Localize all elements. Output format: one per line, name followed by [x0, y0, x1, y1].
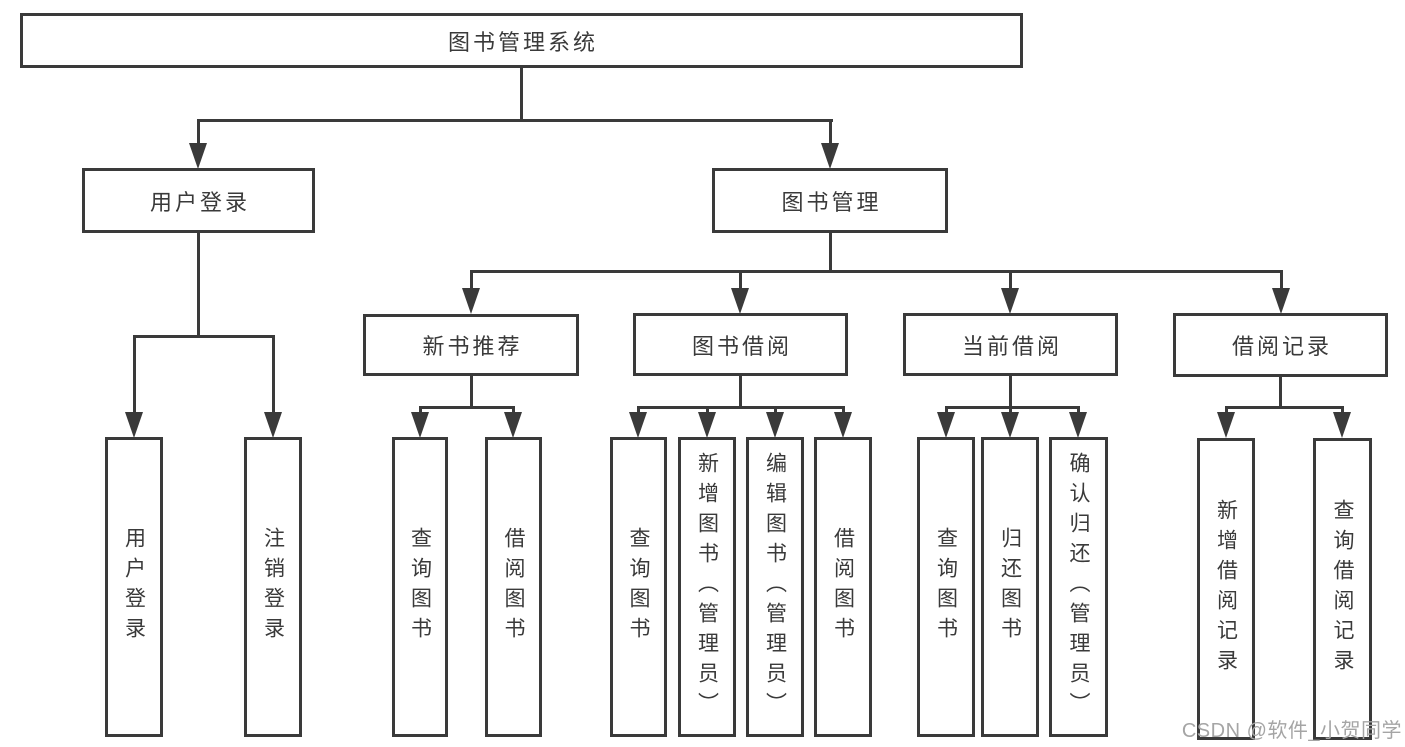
connector-record-stem	[1278, 375, 1282, 409]
arrow-down-icon	[629, 412, 647, 438]
leaf-query-books-borrow: 查询图书	[610, 437, 667, 737]
connector-current-drop-3	[1076, 406, 1080, 416]
node-borrowing-records: 借阅记录	[1173, 313, 1388, 377]
connector-login-drop-2	[271, 335, 275, 415]
arrow-down-icon	[189, 143, 207, 169]
connector-mgmt-drop-4	[1279, 270, 1283, 292]
node-book-borrowing: 图书借阅	[633, 313, 848, 376]
arrow-down-icon	[937, 412, 955, 438]
connector-mgmt-drop-1	[469, 270, 473, 292]
connector-recommend-drop-1	[418, 406, 422, 416]
connector-record-drop-1	[1224, 406, 1228, 416]
arrow-down-icon	[504, 412, 522, 438]
connector-recommend-stem	[469, 374, 473, 409]
connector-borrow-drop-2	[705, 406, 709, 416]
connector-borrow-drop-3	[773, 406, 777, 416]
connector-current-drop-2	[1008, 406, 1012, 416]
connector-borrow-stem	[738, 374, 742, 409]
leaf-add-books-admin: 新增图书（管理员）	[678, 437, 736, 737]
connector-root-stem	[519, 66, 523, 122]
arrow-down-icon	[834, 412, 852, 438]
connector-recommend-drop-2	[511, 406, 515, 416]
arrow-down-icon	[1333, 412, 1351, 438]
connector-root-bar	[196, 119, 833, 122]
leaf-confirm-return-admin: 确认归还（管理员）	[1049, 437, 1108, 737]
arrow-down-icon	[125, 412, 143, 438]
connector-mgmt-bar	[469, 270, 1283, 273]
connector-root-drop-right	[828, 119, 832, 149]
node-new-book-recommendation: 新书推荐	[363, 314, 579, 376]
leaf-borrow-books: 借阅图书	[814, 437, 872, 737]
node-current-borrowing: 当前借阅	[903, 313, 1118, 376]
leaf-return-books: 归还图书	[981, 437, 1039, 737]
arrow-down-icon	[1217, 412, 1235, 438]
connector-mgmt-stem	[828, 231, 832, 273]
leaf-query-borrow-record: 查询借阅记录	[1313, 438, 1372, 740]
connector-recommend-bar	[418, 406, 515, 409]
leaf-edit-books-admin: 编辑图书（管理员）	[746, 437, 804, 737]
connector-current-drop-1	[944, 406, 948, 416]
arrow-down-icon	[821, 143, 839, 169]
connector-root-drop-left	[196, 119, 200, 149]
arrow-down-icon	[1001, 288, 1019, 314]
connector-current-bar	[944, 406, 1080, 409]
node-book-management: 图书管理	[712, 168, 948, 233]
arrow-down-icon	[698, 412, 716, 438]
node-user-login: 用户登录	[82, 168, 315, 233]
arrow-down-icon	[462, 288, 480, 314]
arrow-down-icon	[264, 412, 282, 438]
arrow-down-icon	[411, 412, 429, 438]
connector-login-bar	[132, 335, 275, 338]
arrow-down-icon	[1069, 412, 1087, 438]
connector-login-stem	[196, 231, 200, 337]
connector-borrow-drop-1	[636, 406, 640, 416]
leaf-query-books-recommend: 查询图书	[392, 437, 448, 737]
leaf-logout: 注销登录	[244, 437, 302, 737]
connector-record-bar	[1224, 406, 1344, 409]
leaf-user-login: 用户登录	[105, 437, 163, 737]
arrow-down-icon	[1001, 412, 1019, 438]
connector-mgmt-drop-2	[738, 270, 742, 292]
leaf-query-books-current: 查询图书	[917, 437, 975, 737]
connector-login-drop-1	[132, 335, 136, 415]
csdn-watermark: CSDN @软件_小贺同学	[1181, 720, 1402, 742]
connector-current-stem	[1008, 374, 1012, 409]
connector-borrow-bar	[636, 406, 845, 409]
connector-record-drop-2	[1340, 406, 1344, 416]
arrow-down-icon	[731, 288, 749, 314]
connector-borrow-drop-4	[841, 406, 845, 416]
leaf-add-borrow-record: 新增借阅记录	[1197, 438, 1255, 740]
connector-mgmt-drop-3	[1008, 270, 1012, 292]
arrow-down-icon	[1272, 288, 1290, 314]
leaf-borrow-books-recommend: 借阅图书	[485, 437, 542, 737]
arrow-down-icon	[766, 412, 784, 438]
node-book-management-system: 图书管理系统	[20, 13, 1023, 68]
